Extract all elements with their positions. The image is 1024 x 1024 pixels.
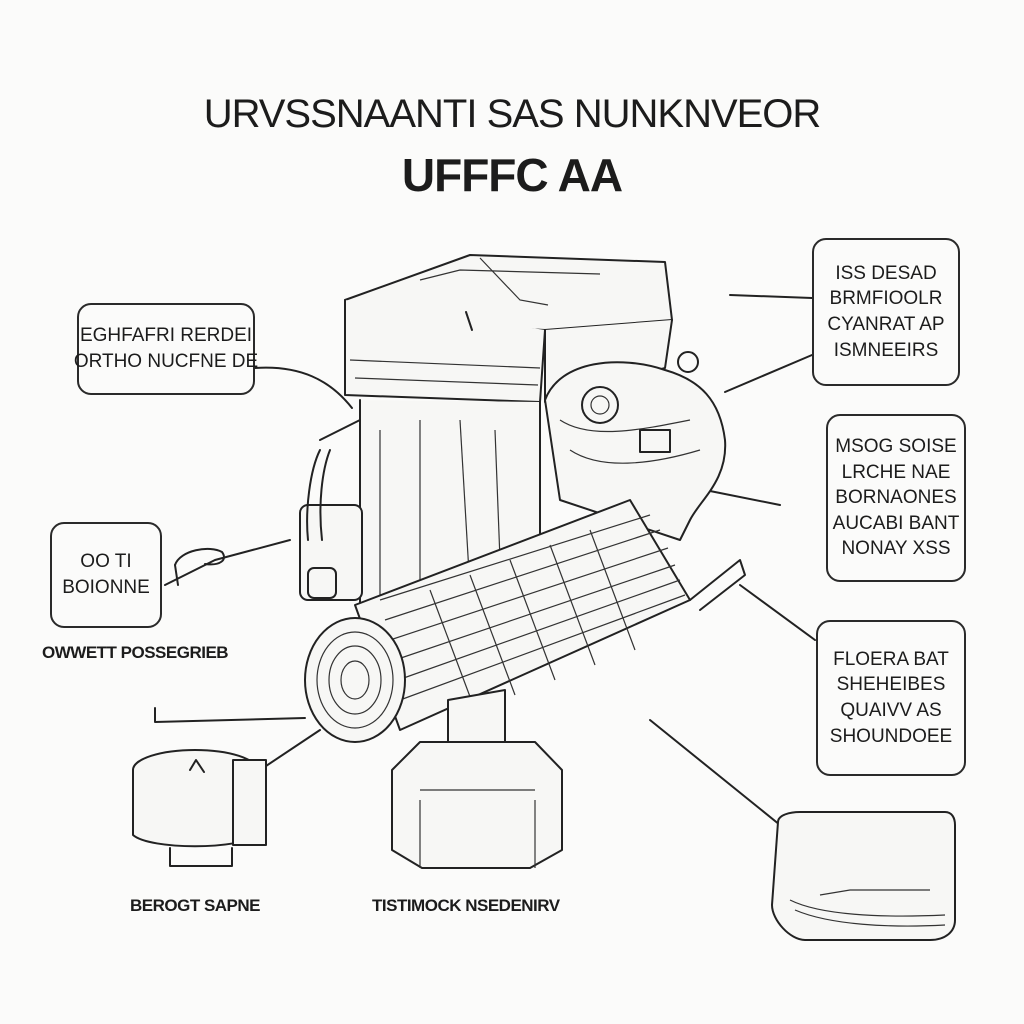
caption-bottom-left: BEROGT SAPNE — [130, 896, 261, 915]
callout-mid-left-line-2: BOIONNE — [62, 577, 150, 598]
callout-mid-right-line-4: AUCABI BANT — [832, 512, 960, 534]
callout-mid-left: OO TI BOIONNE — [50, 522, 162, 628]
callout-mid-right-line-3: BORNAONES — [835, 487, 957, 509]
callout-lower-right-line-2: SHEHEIBES — [836, 674, 946, 696]
callout-top-left: EGHFAFRI RERDEI ORTHO NUCFNE DE — [73, 303, 259, 395]
callout-lower-right-line-3: QUAIVV AS — [840, 700, 942, 721]
bottom-left-part — [132, 749, 267, 867]
callout-mid-right-line-5: NONAY XSS — [841, 538, 951, 560]
callout-lower-right: FLOERA BAT SHEHEIBES QUAIVV AS SHOUNDOEE — [816, 620, 966, 776]
callout-top-right-line-4: ISMNEEIRS — [833, 339, 939, 361]
diagram-subtitle: UFFFC AA — [401, 149, 623, 201]
callout-top-left-line-2: ORTHO NUCFNE DE — [73, 351, 259, 372]
callout-mid-right: MSOG SOISE LRCHE NAE BORNAONES AUCABI BA… — [826, 414, 966, 582]
caption-bottom-center: TISTIMOCK NSEDENIRV — [372, 896, 560, 915]
callout-mid-right-line-1: MSOG SOISE — [835, 435, 957, 457]
leader-lines — [154, 294, 816, 826]
callout-top-right-line-1: ISS DESAD — [835, 262, 937, 284]
filter-cylinder — [304, 499, 746, 743]
callout-lower-right-line-1: FLOERA BAT — [833, 648, 949, 670]
callout-lower-right-line-4: SHOUNDOEE — [829, 725, 953, 747]
caption-left-side: OWWETT POSSEGRIEB — [42, 643, 229, 662]
bottom-right-part — [771, 811, 956, 941]
callout-top-right-line-2: BRMFIOOLR — [829, 288, 943, 310]
diagram-title: URVSSNAANTI SAS NUNKNVEOR — [203, 92, 822, 136]
callout-top-right: ISS DESAD BRMFIOOLR CYANRAT AP ISMNEEIRS — [812, 238, 960, 386]
sensor-part — [174, 547, 225, 586]
callout-top-right-line-3: CYANRAT AP — [827, 314, 945, 335]
callout-mid-right-line-2: LRCHE NAE — [841, 461, 951, 483]
callout-top-left-line-1: EGHFAFRI RERDEI — [79, 325, 253, 347]
callout-mid-left-line-1: OO TI — [80, 551, 132, 573]
engine-block — [299, 254, 727, 611]
base-mount — [391, 689, 563, 869]
